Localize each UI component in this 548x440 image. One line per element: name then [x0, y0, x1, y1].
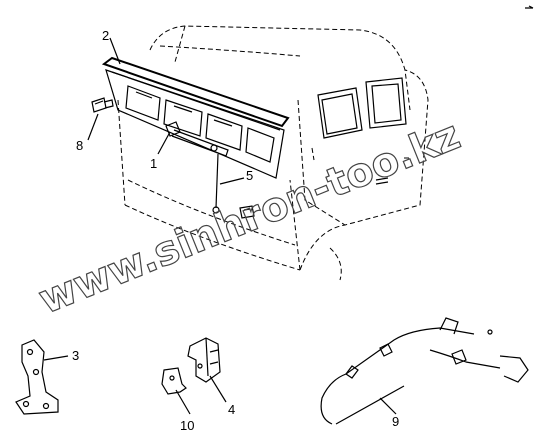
leader-lines [43, 37, 397, 415]
callout-5: 5 [246, 168, 253, 183]
callout-1: 1 [150, 156, 157, 171]
release-cable [320, 317, 529, 425]
support-rod [212, 153, 220, 214]
bolt-part [91, 97, 114, 113]
callout-10: 10 [180, 418, 194, 433]
side-window-rear [365, 77, 407, 129]
hinge-part [15, 339, 59, 415]
corner-mark [525, 5, 534, 9]
rear-window-lid [101, 56, 290, 179]
watermark-text: www.sinhron-too.kz [33, 112, 467, 323]
side-clip [239, 205, 255, 219]
latch-plate [161, 367, 187, 395]
callout-2: 2 [102, 28, 109, 43]
side-window-front [317, 87, 363, 139]
cab-outline [117, 25, 429, 281]
striker-bracket [187, 337, 221, 383]
callout-9: 9 [392, 414, 399, 429]
callout-4: 4 [228, 402, 235, 417]
handle-assembly [165, 121, 229, 157]
callout-3: 3 [72, 348, 79, 363]
callout-8: 8 [76, 138, 83, 153]
